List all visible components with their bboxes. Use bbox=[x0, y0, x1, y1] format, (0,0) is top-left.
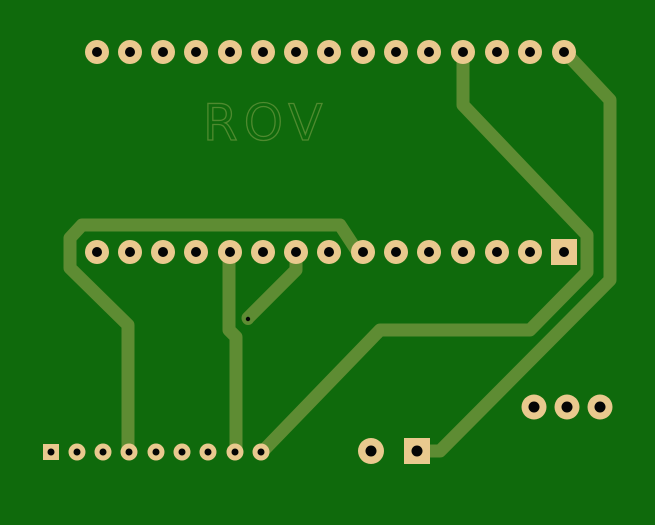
pad bbox=[218, 40, 242, 64]
pad bbox=[151, 40, 175, 64]
pad bbox=[199, 443, 217, 461]
pad bbox=[173, 443, 191, 461]
header-top-pads bbox=[85, 40, 576, 64]
pad bbox=[417, 240, 441, 264]
pad bbox=[485, 240, 509, 264]
pad-square bbox=[551, 239, 577, 265]
pad bbox=[417, 40, 441, 64]
connector-three-pin-pads bbox=[521, 394, 613, 420]
pad bbox=[120, 443, 138, 461]
trace-right-loop bbox=[410, 45, 617, 458]
trace-top-loop bbox=[63, 218, 364, 459]
connector-bottom-left-pads bbox=[43, 443, 270, 461]
pad bbox=[451, 240, 475, 264]
pad bbox=[184, 40, 208, 64]
pad bbox=[184, 240, 208, 264]
pad bbox=[351, 240, 375, 264]
pad bbox=[85, 240, 109, 264]
via bbox=[242, 313, 254, 325]
pad bbox=[118, 240, 142, 264]
pad bbox=[284, 240, 308, 264]
connector-two-pin-pads bbox=[358, 438, 430, 464]
pad bbox=[284, 40, 308, 64]
pad bbox=[218, 240, 242, 264]
pad bbox=[226, 443, 244, 461]
pad bbox=[587, 394, 613, 420]
pad bbox=[518, 40, 542, 64]
pad bbox=[485, 40, 509, 64]
pad bbox=[251, 240, 275, 264]
pad bbox=[118, 40, 142, 64]
trace-long-diagonal bbox=[255, 45, 594, 459]
pad bbox=[252, 443, 270, 461]
pad-square bbox=[43, 444, 59, 460]
pad bbox=[85, 40, 109, 64]
pad bbox=[554, 394, 580, 420]
pad bbox=[147, 443, 165, 461]
pad bbox=[384, 40, 408, 64]
pad bbox=[451, 40, 475, 64]
pad bbox=[68, 443, 86, 461]
pad bbox=[317, 240, 341, 264]
pad bbox=[518, 240, 542, 264]
pad bbox=[358, 438, 384, 464]
silkscreen-label: ROV bbox=[203, 94, 328, 152]
header-middle-pads bbox=[85, 239, 577, 265]
pad bbox=[521, 394, 547, 420]
pad bbox=[552, 40, 576, 64]
trace-mid-vertical bbox=[222, 245, 243, 459]
pad bbox=[94, 443, 112, 461]
pad bbox=[317, 40, 341, 64]
pad-square bbox=[404, 438, 430, 464]
pad bbox=[351, 40, 375, 64]
pad bbox=[384, 240, 408, 264]
pad bbox=[251, 40, 275, 64]
pad bbox=[151, 240, 175, 264]
